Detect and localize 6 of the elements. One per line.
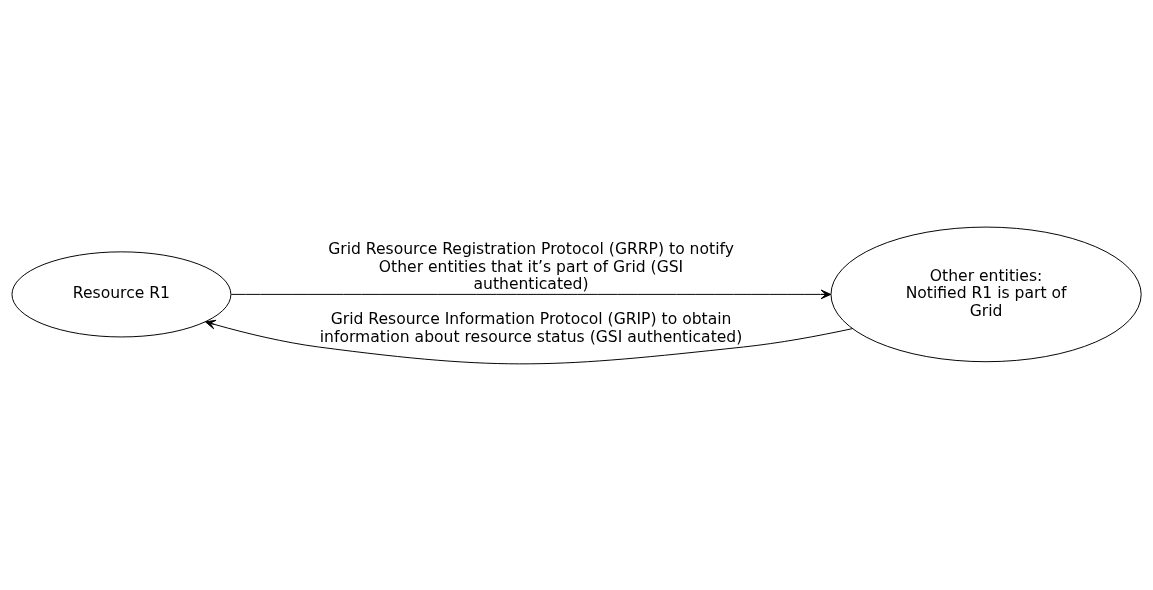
node-ellipse: Resource R1	[11, 250, 232, 337]
arrow	[230, 289, 832, 299]
arrow	[205, 319, 853, 364]
edge-label: Grid Resource Registration Protocol (GRRP) to notify Other entities that it’s part of Grid (GSI authenticated)	[328, 239, 734, 293]
edge-label: Grid Resource Information Protocol (GRIP) to obtain information about resource status (GSI authenticated)	[319, 309, 743, 346]
node-ellipse: Other entities: Notified R1 is part of Grid	[830, 226, 1142, 362]
